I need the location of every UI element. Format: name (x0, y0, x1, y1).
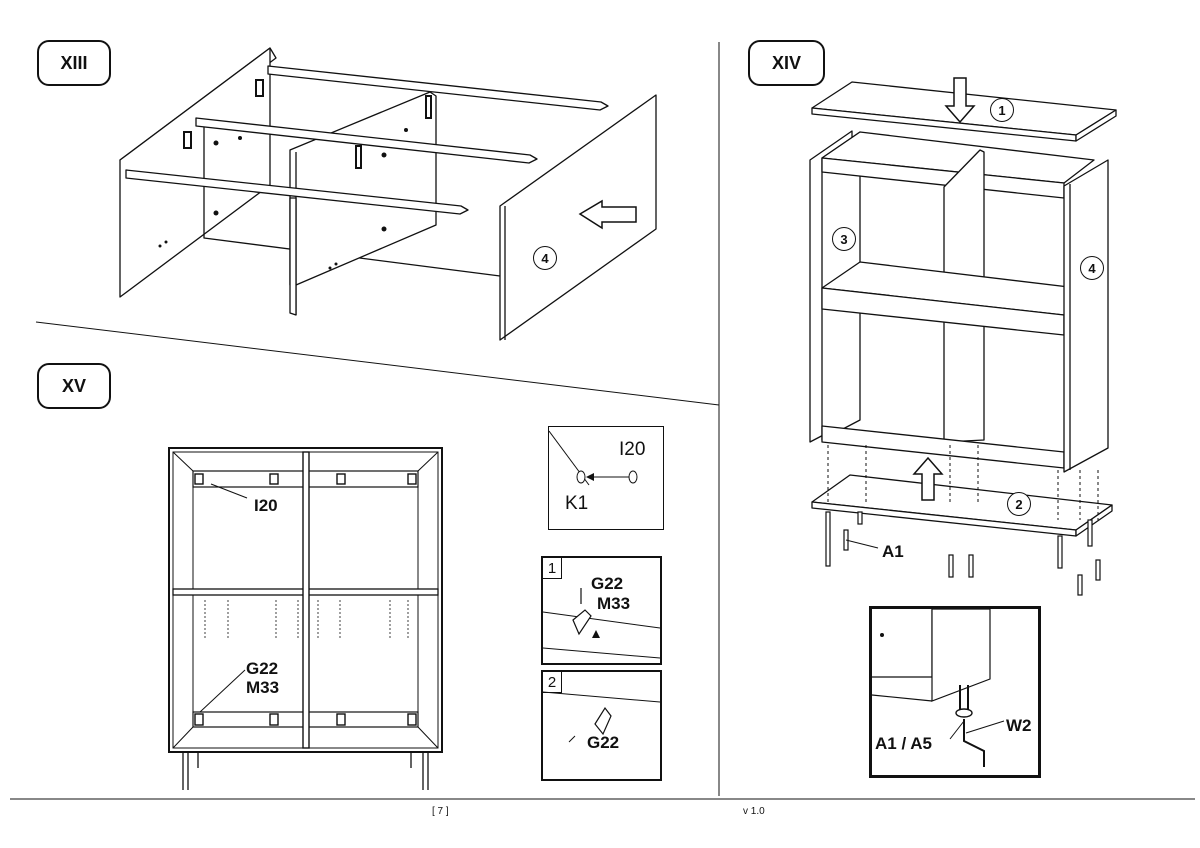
xiv-assembly-drawing (809, 77, 1117, 596)
xv-front-view-drawing (168, 447, 443, 790)
xiii-insert-arrow (578, 199, 637, 230)
step-xv-badge: XV (37, 363, 111, 409)
inset-k1-k1: K1 (565, 493, 589, 514)
xiii-assembly-drawing (119, 47, 657, 341)
inset-k1-i20: I20 (619, 439, 646, 460)
xiv-top-number: 1 (990, 98, 1014, 122)
xv-i20-label: I20 (254, 496, 278, 515)
xiv-a1-label: A1 (882, 542, 904, 561)
xiv-bottom-number: 2 (1007, 492, 1031, 516)
version-label: v 1.0 (743, 806, 765, 817)
step-xiii-badge: XIII (37, 40, 111, 86)
xiv-top-arrow (944, 77, 976, 124)
xiv-right-number: 4 (1080, 256, 1104, 280)
xiv-left-number: 3 (832, 227, 856, 251)
xiv-base-arrow (912, 456, 944, 501)
inset-leg-detail: A1 / A5 W2 (869, 606, 1041, 778)
inset-leg-a1a5: A1 / A5 (875, 734, 933, 753)
xv-m33-label: M33 (246, 678, 280, 697)
xiii-panel-number: 4 (533, 246, 557, 270)
inset-1-number: 1 (543, 558, 562, 579)
inset-step-1: 1 G22 M33 (541, 556, 662, 665)
inset-step-2: 2 G22 (541, 670, 662, 781)
inset-1-m33: M33 (597, 594, 631, 613)
inset-1-g22: G22 (591, 574, 624, 593)
step-xiv-badge: XIV (748, 40, 825, 86)
inset-2-g22: G22 (587, 733, 620, 752)
inset-k1-detail: I20 K1 (548, 426, 664, 530)
inset-leg-w2: W2 (1006, 716, 1032, 735)
xv-g22-label: G22 (246, 659, 279, 678)
page-number: [ 7 ] (432, 806, 449, 817)
